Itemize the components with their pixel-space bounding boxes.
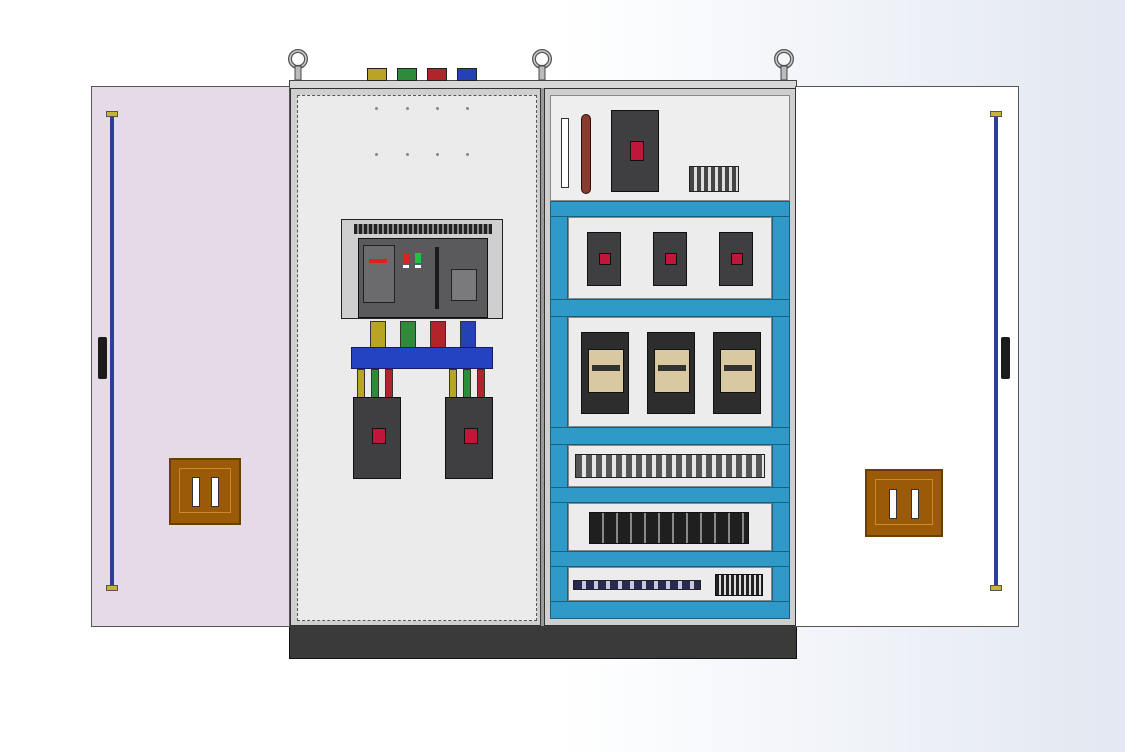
top-compartment [550, 95, 790, 201]
main-breaker [611, 110, 659, 192]
relay-row [568, 445, 772, 487]
right-door[interactable] [795, 86, 1019, 627]
air-circuit-breaker [341, 219, 503, 319]
door-rod-clip [106, 111, 118, 117]
cabinet-plinth [289, 625, 797, 659]
branch-breaker [587, 232, 621, 286]
lifting-eye-icon [287, 48, 309, 82]
section-divider [540, 88, 545, 626]
document-pocket [169, 458, 241, 525]
busbar-terminal-red [427, 68, 447, 81]
door-locking-rod [994, 115, 998, 589]
contactor [581, 332, 629, 414]
moulded-case-breaker [353, 397, 401, 479]
branch-breaker [653, 232, 687, 286]
breaker-indicator-green [415, 253, 421, 263]
terminal-block-group [689, 166, 739, 192]
busbar-terminal-yellow [367, 68, 387, 81]
breaker-indicator-red [403, 253, 409, 263]
door-rod-clip [106, 585, 118, 591]
right-cabinet-section [542, 88, 796, 626]
terminal-strip-vertical [561, 118, 569, 188]
mcb-row [568, 503, 772, 551]
door-latch[interactable] [98, 337, 107, 379]
breaker-row [568, 217, 772, 299]
door-rod-clip [990, 585, 1002, 591]
earth-busbar [581, 114, 591, 194]
branch-breaker [719, 232, 753, 286]
lifting-eye-icon [773, 48, 795, 82]
horizontal-busbar [351, 347, 493, 369]
contactor-row [568, 317, 772, 427]
terminal-row [568, 567, 772, 601]
contactor [647, 332, 695, 414]
door-latch[interactable] [1001, 337, 1010, 379]
door-rod-clip [990, 111, 1002, 117]
left-door[interactable] [91, 86, 290, 627]
breaker-status-red [369, 259, 387, 263]
left-cabinet-section [290, 88, 542, 626]
door-locking-rod [110, 115, 114, 589]
contactor [713, 332, 761, 414]
lifting-eye-icon [531, 48, 553, 82]
busbar-terminal-blue [457, 68, 477, 81]
busbar-terminal-green [397, 68, 417, 81]
moulded-case-breaker [445, 397, 493, 479]
document-pocket [865, 469, 943, 537]
